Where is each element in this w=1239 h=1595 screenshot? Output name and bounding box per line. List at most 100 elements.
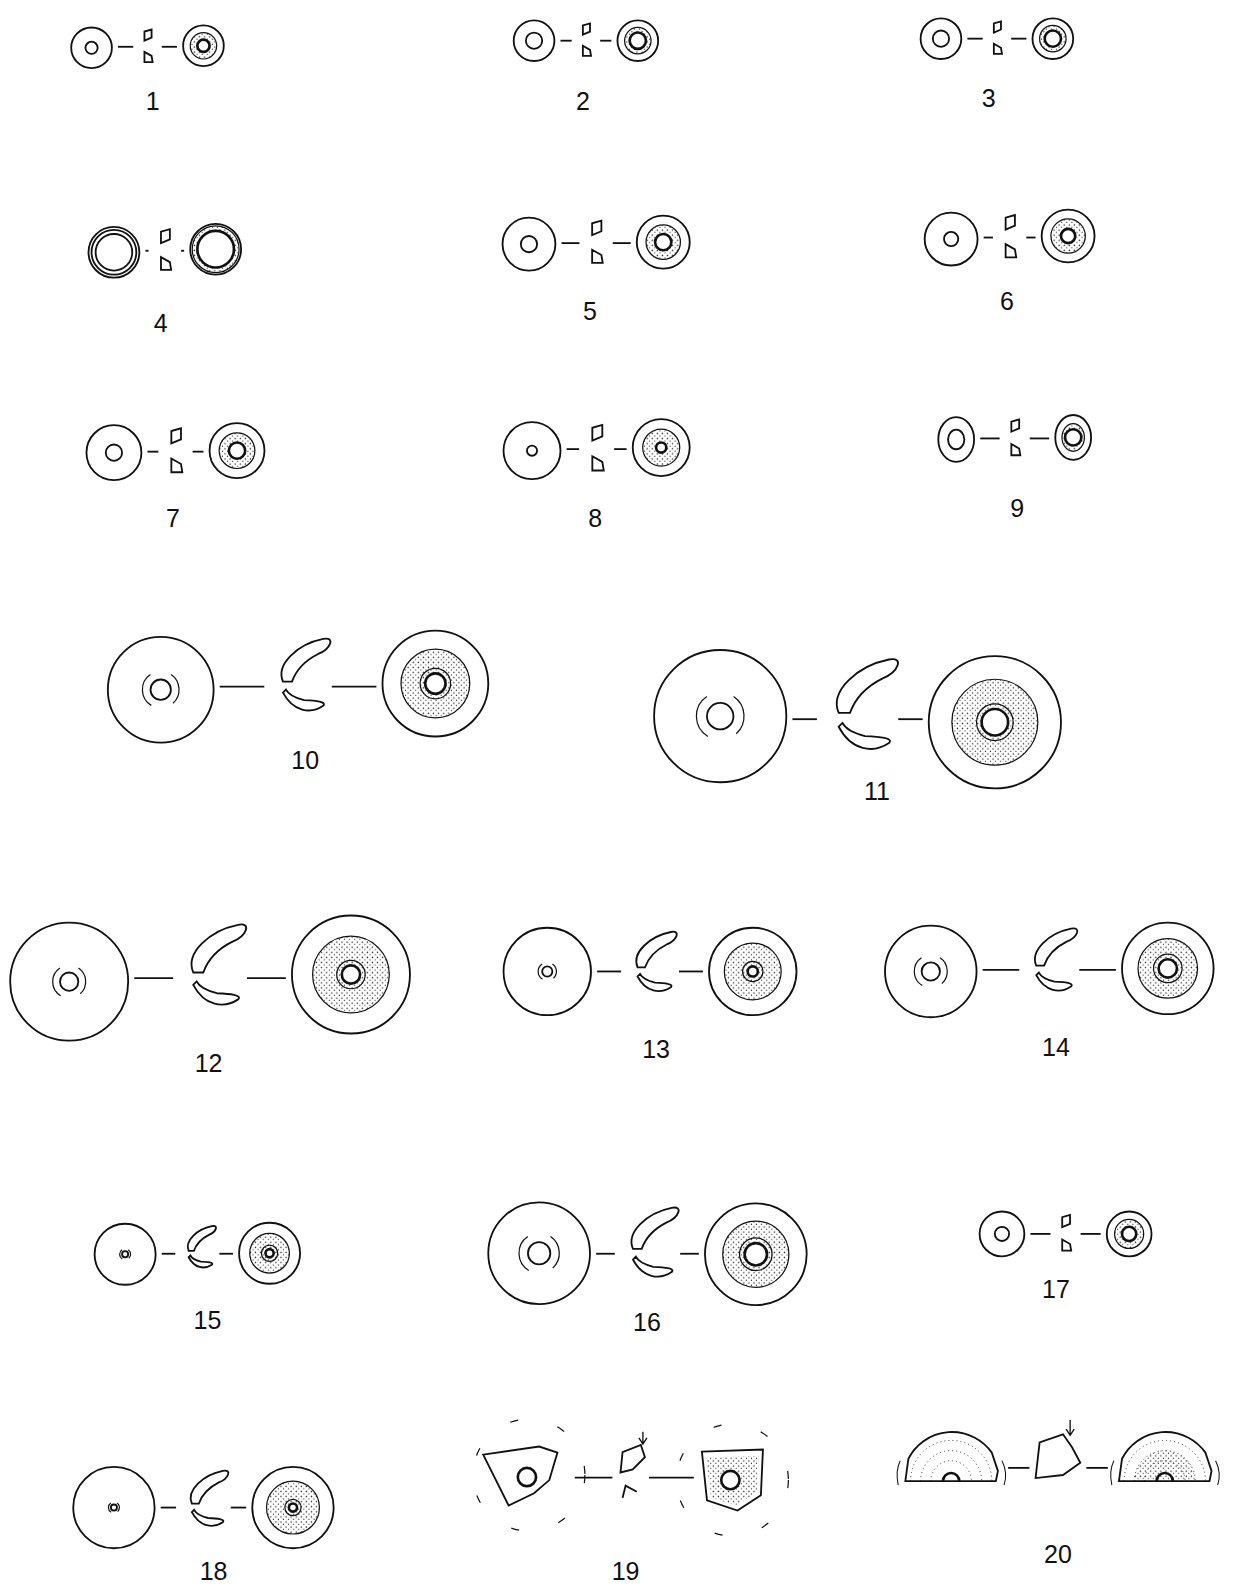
- growth-ring: [1134, 1451, 1195, 1482]
- bead-figure: [504, 928, 797, 1015]
- wear-arc: [519, 1237, 529, 1271]
- section: [592, 250, 603, 263]
- section: [583, 46, 591, 56]
- figure-number: 18: [200, 1559, 228, 1584]
- section: [282, 639, 331, 682]
- section: [192, 1510, 224, 1526]
- dash: [219, 1253, 233, 1255]
- bead-face: [86, 425, 141, 480]
- bead-figure: [980, 1212, 1152, 1257]
- section: [171, 428, 181, 443]
- bead-back: [292, 916, 410, 1034]
- section: [623, 1486, 637, 1498]
- growth-ring: [910, 1440, 991, 1481]
- inner-ring: [1154, 954, 1182, 982]
- dash: [562, 242, 580, 244]
- bead-rim: [92, 230, 137, 275]
- dash: [680, 1253, 699, 1255]
- bead-hole: [1122, 1227, 1136, 1241]
- bead-back: [239, 1223, 300, 1284]
- dash: [231, 1507, 246, 1509]
- bead-hole: [527, 446, 537, 456]
- stipple: [1115, 1219, 1144, 1248]
- stipple: [1134, 1451, 1195, 1482]
- wear-arc: [128, 1250, 130, 1259]
- section: [1036, 1434, 1081, 1478]
- bead-figure: [921, 18, 1074, 59]
- bead-figure: [514, 20, 658, 61]
- bead-figure: [89, 224, 242, 278]
- section: [1036, 973, 1071, 991]
- bead-hole: [745, 1243, 767, 1265]
- bead-hole: [1157, 1473, 1173, 1481]
- bead-face: [980, 1212, 1025, 1257]
- section: [994, 21, 1001, 32]
- bead-face: [71, 27, 112, 68]
- bead-figure: [95, 1223, 300, 1285]
- bead-back: [637, 216, 690, 269]
- figure-number: 1: [146, 89, 160, 114]
- bead-figure: [925, 210, 1095, 266]
- bead-hole: [1065, 429, 1081, 445]
- stipple: [1138, 939, 1198, 999]
- section: [189, 1255, 213, 1267]
- inner-ring: [261, 1245, 277, 1261]
- wear-arc: [78, 968, 85, 994]
- section: [1011, 444, 1020, 455]
- dash: [118, 46, 133, 48]
- bead-hole: [266, 1249, 274, 1257]
- dash: [161, 1507, 176, 1509]
- figure-number: 8: [588, 506, 602, 531]
- dash: [1086, 1467, 1107, 1469]
- section: [283, 690, 324, 711]
- section: [1006, 215, 1015, 230]
- stipple: [724, 943, 781, 1000]
- bead-face: [95, 1224, 156, 1285]
- stipple: [625, 27, 651, 53]
- arrow: [639, 1432, 647, 1444]
- dash: [148, 451, 159, 453]
- growth-ring: [1124, 1440, 1205, 1481]
- section: [592, 221, 601, 236]
- bead-hole: [995, 1227, 1009, 1241]
- bead-hole: [542, 966, 552, 976]
- section: [994, 44, 1002, 54]
- stipple: [401, 649, 470, 718]
- section: [636, 932, 676, 968]
- bead-back: [633, 419, 690, 476]
- bead-face: [10, 923, 128, 1041]
- bead-figure: [108, 631, 488, 743]
- dash: [1011, 38, 1026, 40]
- dash: [1008, 1467, 1029, 1469]
- section: [592, 456, 603, 470]
- bead-figure: [938, 415, 1091, 462]
- bead-face: [73, 1467, 154, 1548]
- figure-number: 10: [291, 748, 319, 773]
- bead-hole: [521, 236, 537, 252]
- bead-hole: [528, 1242, 550, 1264]
- bead-hole: [111, 1505, 117, 1511]
- bead-figure: [10, 916, 410, 1041]
- dash: [597, 971, 621, 973]
- stipple: [313, 936, 390, 1013]
- bead-hole: [289, 1503, 297, 1511]
- dash: [561, 40, 572, 42]
- wear-arc: [108, 1503, 111, 1512]
- section: [191, 1471, 229, 1504]
- bead-figure: [488, 1202, 806, 1305]
- bead-hole: [518, 1468, 536, 1486]
- section: [1011, 419, 1019, 431]
- dash: [984, 237, 993, 239]
- bead-figure: [654, 650, 1061, 788]
- bead-figure: [503, 216, 690, 271]
- figure-number: 9: [1010, 496, 1024, 521]
- section: [188, 1226, 216, 1251]
- section: [161, 229, 170, 243]
- wear-arc: [120, 1250, 123, 1259]
- growth-ring: [921, 1451, 982, 1482]
- wear-arc: [53, 968, 61, 996]
- bead-face: [89, 227, 140, 278]
- bead-hole: [1159, 959, 1177, 977]
- inner-ring: [740, 1238, 773, 1271]
- figure-number: 12: [195, 1051, 223, 1076]
